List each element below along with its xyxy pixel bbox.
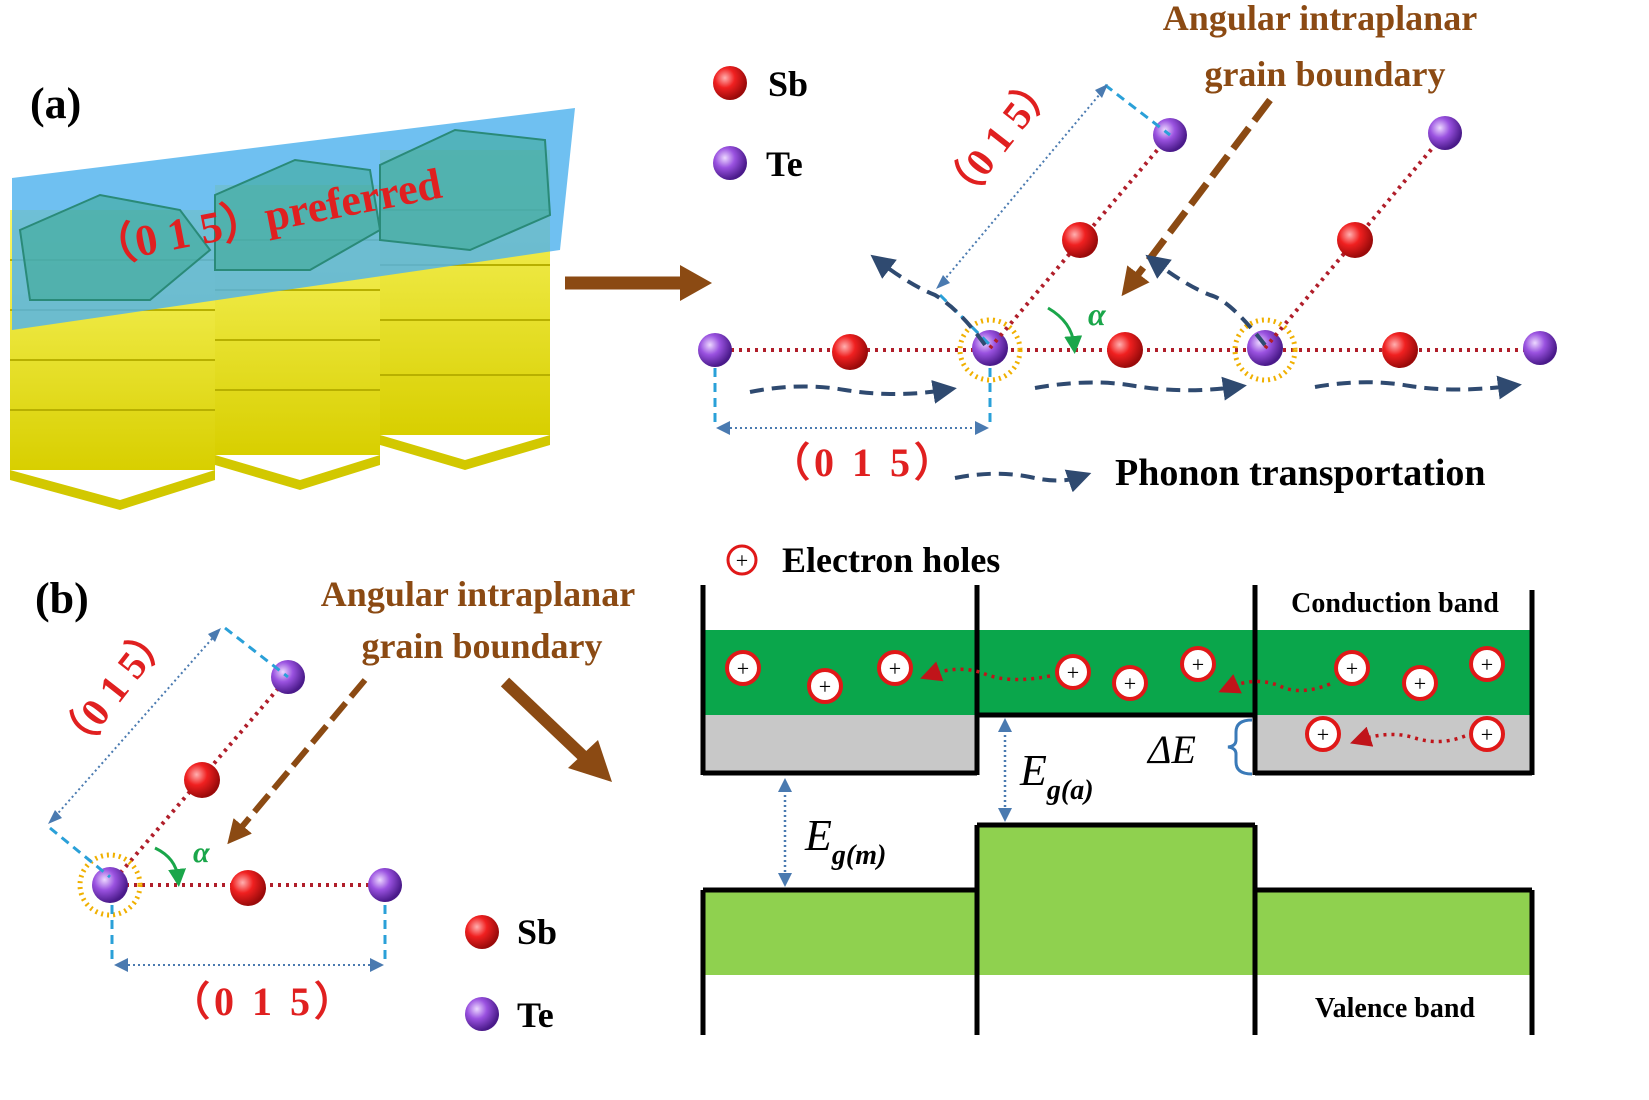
electron-holes: + + + + + + + + + + +: [725, 646, 1505, 752]
legend-sb-atom-icon: [713, 66, 747, 100]
sb-atom: [1107, 332, 1143, 368]
hole-drift-arrows: [920, 661, 1466, 747]
conduction-band-label: Conduction band: [1291, 588, 1499, 619]
svg-text:+: +: [1481, 652, 1493, 677]
panel-b-boundary-title-line2: grain boundary: [361, 626, 602, 666]
electron-hole: +: [1180, 646, 1216, 682]
panel-b-legend: Sb Te: [465, 912, 557, 1035]
hole-legend-symbol: +: [736, 548, 748, 573]
svg-text:+: +: [1067, 660, 1079, 685]
panel-b-plane-dimension-top: [48, 626, 289, 879]
panel-a-plane-dimension-bottom: [713, 368, 992, 435]
holes-legend-label: Electron holes: [782, 540, 1000, 580]
sb-atom: [230, 870, 266, 906]
band-gap-m-label: Eg(m): [804, 811, 886, 871]
valence-band-label: Valence band: [1315, 993, 1475, 1024]
electron-hole: +: [1055, 654, 1091, 690]
te-atom: [368, 868, 402, 902]
inclined-atom-chain-right: [1263, 116, 1462, 350]
panel-b-plane-label-top: （0 1 5）: [47, 612, 181, 766]
panel-a-alpha-label: α: [1088, 296, 1107, 332]
panel-a-label: (a): [30, 79, 81, 128]
electron-hole: +: [1112, 665, 1148, 701]
electron-hole: +: [807, 668, 843, 704]
panel-b-alpha-label: α: [193, 836, 210, 869]
band-edges: [700, 585, 1535, 1035]
band-gap-a-label: Eg(a): [1019, 746, 1094, 806]
svg-text:+: +: [889, 656, 901, 681]
panel-b-boundary-pointer: [227, 678, 368, 845]
electron-hole: +: [1469, 646, 1505, 682]
legend-te-atom-icon: [713, 146, 747, 180]
valence-band-middle: [977, 825, 1255, 975]
electron-hole: +: [877, 650, 913, 686]
panel-b-plane-label-bottom: （0 1 5）: [170, 979, 358, 1024]
te-atom: [1523, 331, 1557, 365]
legend-te-label: Te: [766, 144, 803, 184]
electron-hole: +: [1402, 665, 1438, 701]
panel-b-angle-arc: [154, 846, 187, 887]
panel-a-plane-label-top: （0 1 5）: [932, 62, 1066, 216]
electron-hole: +: [1334, 650, 1370, 686]
panel-a: (a): [10, 0, 1557, 510]
sb-atom: [832, 334, 868, 370]
legend-sb-atom-icon: [465, 915, 499, 949]
svg-text:+: +: [1481, 722, 1493, 747]
panel-b-atom-chains: [77, 660, 402, 918]
panel-a-boundary-title-line2: grain boundary: [1204, 54, 1445, 94]
electron-hole: +: [725, 650, 761, 686]
valence-band-right: [1255, 890, 1530, 975]
delta-e-label: ΔE: [1146, 727, 1196, 772]
sb-atom: [1337, 222, 1373, 258]
band-gap-arrow-m: [778, 778, 792, 887]
panel-a-legend: Sb Te: [713, 64, 808, 184]
holes-legend: + Electron holes: [726, 540, 1000, 580]
panel-a-plane-label-bottom: （0 1 5）: [770, 440, 958, 485]
sb-atom: [1062, 222, 1098, 258]
panel-b-plane-dimension-bottom: [110, 905, 387, 972]
svg-text:+: +: [737, 656, 749, 681]
electron-hole: +: [1469, 716, 1505, 752]
panel-b-boundary-title-line1: Angular intraplanar: [321, 574, 635, 614]
panel-a-plane-dimension-top: [936, 83, 1171, 347]
sb-atom: [1382, 332, 1418, 368]
sb-atom: [184, 762, 220, 798]
panel-b-label: (b): [35, 574, 89, 623]
svg-text:+: +: [1192, 652, 1204, 677]
panel-b: (b) Angular intraplanar grain boundary α: [35, 540, 1535, 1035]
band-gap-arrow-a: [998, 718, 1012, 822]
legend-sb-label: Sb: [768, 64, 808, 104]
svg-text:+: +: [1124, 671, 1136, 696]
panel-a-angle-arc: [1047, 306, 1083, 354]
panel-a-boundary-pointer: [1121, 97, 1273, 297]
panel-a-transition-arrow: [565, 265, 712, 301]
phonon-transport-arrows: [749, 254, 1522, 404]
valence-band-left: [705, 890, 977, 975]
gap-region-left: [705, 715, 977, 773]
hole-legend-icon: [726, 544, 758, 576]
panel-a-boundary-title-line1: Angular intraplanar: [1163, 0, 1477, 38]
svg-text:+: +: [819, 674, 831, 699]
te-atom: [92, 867, 128, 903]
horizontal-atom-chain: [698, 317, 1557, 383]
plane-hexagon-outlines: [18, 128, 552, 301]
phonon-legend-arrow-icon: [954, 469, 1092, 493]
delta-e-brace: [1227, 718, 1253, 776]
te-atom: [1428, 116, 1462, 150]
svg-text:+: +: [1414, 671, 1426, 696]
electron-hole: +: [1305, 716, 1341, 752]
legend-te-atom-icon: [465, 997, 499, 1031]
phonon-legend-label: Phonon transportation: [1115, 452, 1486, 494]
svg-text:+: +: [1317, 722, 1329, 747]
legend-te-label: Te: [517, 995, 554, 1035]
band-diagram: + Electron holes: [700, 540, 1535, 1035]
te-atom: [698, 333, 732, 367]
legend-sb-label: Sb: [517, 912, 557, 952]
panel-b-transition-arrow: [500, 677, 612, 782]
svg-text:+: +: [1346, 656, 1358, 681]
